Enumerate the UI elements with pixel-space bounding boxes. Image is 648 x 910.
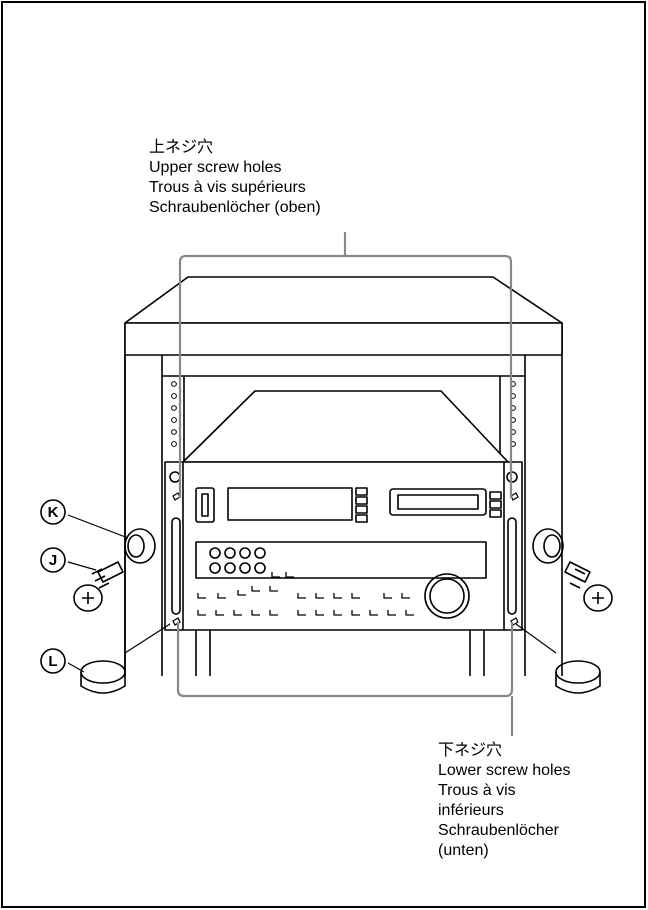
upper-label-english: Upper screw holes xyxy=(149,159,282,176)
callout-j-circle xyxy=(40,547,66,573)
callout-l-letter: L xyxy=(48,653,57,670)
callout-k-letter: K xyxy=(48,504,59,521)
rack-cabinet xyxy=(124,276,563,676)
lower-label-english: Lower screw holes xyxy=(438,762,571,779)
device-body xyxy=(164,390,523,631)
front-panel-controls xyxy=(195,487,502,619)
callout-l-circle xyxy=(40,648,66,674)
lower-screw-holes-label: 下ネジ穴 Lower screw holes Trous à vis infér… xyxy=(438,741,571,861)
upper-label-japanese: 上ネジ穴 xyxy=(149,139,214,156)
cap-left xyxy=(80,660,126,694)
lower-label-german-1: Schraubenlöcher xyxy=(438,822,559,839)
callout-leaders xyxy=(67,514,557,673)
screw-left xyxy=(73,561,124,612)
front-panel-keys xyxy=(197,572,414,616)
upper-label-french: Trous à vis supérieurs xyxy=(149,179,306,196)
upper-label-german: Schraubenlöcher (oben) xyxy=(149,199,321,216)
rack-ear-slots xyxy=(169,471,518,615)
lower-label-french-1: Trous à vis xyxy=(438,782,516,799)
lower-label-german-2: (unten) xyxy=(438,842,489,859)
callout-k-circle xyxy=(40,499,66,525)
upper-holes-leader xyxy=(178,232,513,498)
callout-j-letter: J xyxy=(49,552,57,569)
cap-right xyxy=(555,660,601,694)
washer-left xyxy=(124,528,156,564)
lower-label-japanese: 下ネジ穴 xyxy=(438,742,503,759)
washer-right xyxy=(532,528,564,564)
upper-screw-holes-label: 上ネジ穴 Upper screw holes Trous à vis supér… xyxy=(149,138,321,218)
screw-right xyxy=(564,561,613,612)
lower-label-french-2: inférieurs xyxy=(438,802,504,819)
lower-holes-leader xyxy=(176,622,514,736)
